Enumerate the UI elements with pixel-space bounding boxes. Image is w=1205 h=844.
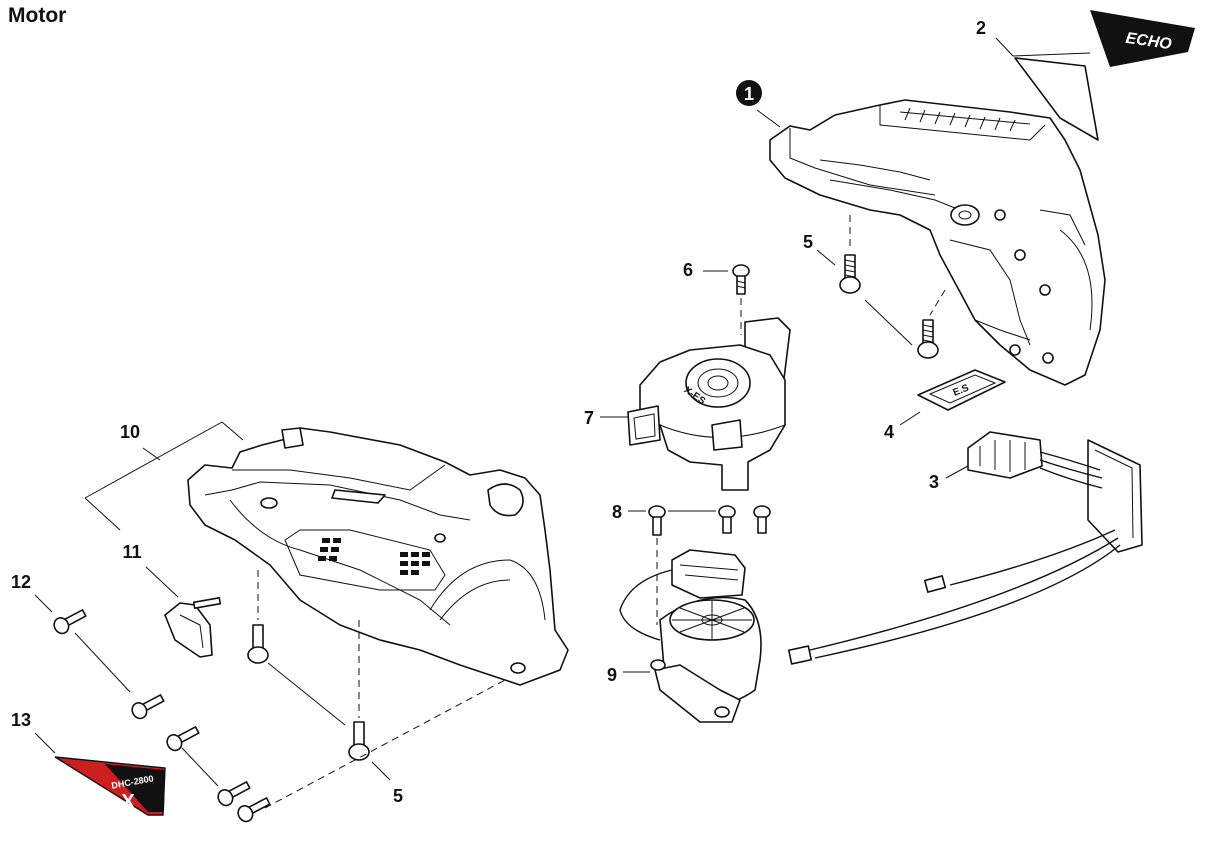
alignment-lines [257, 215, 946, 809]
callout-2: 2 [976, 18, 986, 38]
callout-10: 10 [120, 422, 140, 442]
part-7-fan-cover: X-ES [627, 317, 791, 491]
part-9-motor [619, 549, 762, 723]
part-4-label-plate: E.S [917, 369, 1006, 411]
screw-part-5-upper-b [917, 319, 939, 359]
part-3-switch-harness [787, 431, 1143, 665]
callouts: 1 2 3 4 5 6 7 8 9 10 11 12 13 5 [11, 18, 986, 806]
screws-part-12 [53, 609, 271, 823]
screws-part-5-lower [247, 624, 370, 761]
model-mark-text: X [121, 791, 135, 813]
screws-part-8 [648, 505, 771, 536]
callout-13: 13 [11, 710, 31, 730]
screw-part-6 [732, 264, 750, 295]
part-2-logo-decal: ECHO [1014, 10, 1195, 141]
page-title: Motor [8, 4, 67, 27]
vent-grille-left [318, 538, 341, 561]
brand-logo-text: ECHO [1125, 30, 1174, 53]
callout-5-lower: 5 [393, 786, 403, 806]
callout-9: 9 [607, 665, 617, 685]
callout-5-upper: 5 [803, 232, 813, 252]
callout-4: 4 [884, 422, 894, 442]
callout-11: 11 [122, 542, 141, 562]
callout-7: 7 [584, 408, 594, 428]
vent-grille-right [400, 552, 430, 575]
callout-1: 1 [744, 84, 754, 104]
part-13-model-decal: DHC-2800 X [54, 756, 166, 816]
callout-6: 6 [683, 260, 693, 280]
part-1-upper-housing [769, 99, 1106, 386]
callout-3: 3 [929, 472, 939, 492]
callout-8: 8 [612, 502, 622, 522]
screw-part-5-upper-a [839, 254, 861, 294]
callout-12: 12 [11, 572, 31, 592]
part-10-lower-housing [187, 427, 569, 686]
part-11-latch [164, 596, 222, 658]
leader-lines [34, 37, 1091, 787]
